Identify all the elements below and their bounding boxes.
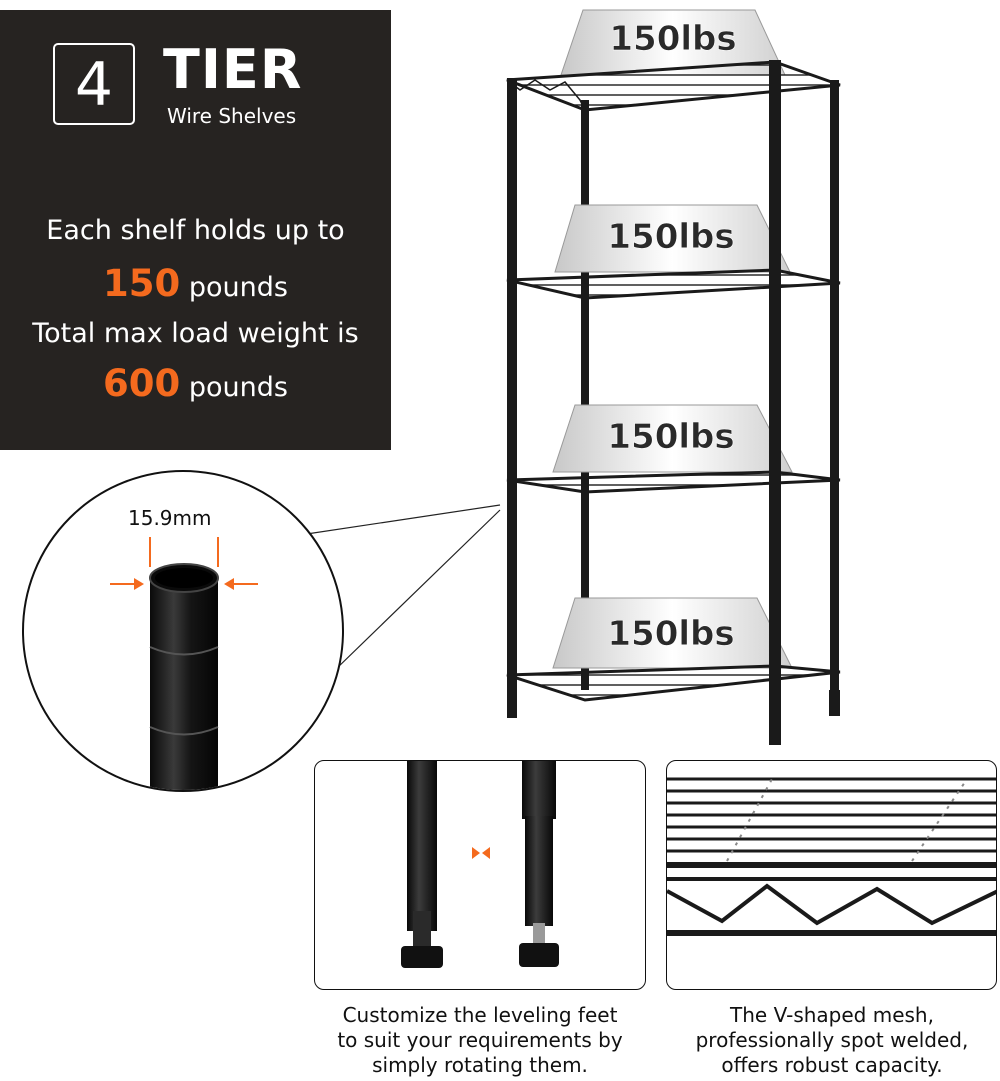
weight-label-2: 150lbs — [607, 217, 734, 257]
mesh-caption-line-2: professionally spot welded, — [695, 1028, 969, 1052]
weight-block-2: 150lbs — [554, 204, 791, 273]
weight-block-3: 150lbs — [552, 404, 793, 473]
total-capacity-value-line: 600 pounds — [0, 362, 391, 405]
total-capacity-value: 600 — [103, 362, 181, 405]
wire-shelves-subtitle: Wire Shelves — [167, 104, 297, 128]
leveling-feet-panel — [314, 760, 646, 990]
wire-shelf-3 — [506, 470, 841, 494]
weight-label-3: 150lbs — [607, 417, 734, 457]
mesh-caption-line-3: offers robust capacity. — [721, 1053, 943, 1077]
tier-heading: TIER — [163, 38, 303, 101]
feet-caption-line-1: Customize the leveling feet — [342, 1003, 618, 1027]
mesh-caption-line-1: The V-shaped mesh, — [730, 1003, 934, 1027]
total-capacity-text: Total max load weight is — [32, 318, 359, 349]
weight-block-4: 150lbs — [552, 597, 793, 669]
leveling-feet-image — [401, 761, 559, 968]
leveling-feet-caption: Customize the leveling feet to suit your… — [314, 1003, 646, 1078]
pole-zoom-circle — [22, 470, 344, 792]
shelf-capacity-value-line: 150 pounds — [0, 262, 391, 305]
weight-label-4: 150lbs — [607, 614, 734, 654]
weight-label-1: 150lbs — [609, 19, 736, 59]
total-capacity-unit: pounds — [188, 372, 288, 403]
feet-caption-line-2: to suit your requirements by — [337, 1028, 623, 1052]
pole-diameter-label: 15.9mm — [128, 506, 212, 530]
shelf-capacity-unit: pounds — [188, 272, 288, 303]
shelf-capacity-value: 150 — [103, 262, 181, 305]
v-mesh-caption: The V-shaped mesh, professionally spot w… — [664, 1003, 1000, 1078]
info-panel — [0, 10, 391, 450]
pole-closeup-image — [110, 537, 258, 790]
v-mesh-image — [667, 777, 996, 936]
shelving-rack-image: 150lbs 150lbs 150lbs 150lbs — [506, 9, 841, 745]
v-mesh-panel — [666, 760, 997, 990]
feet-caption-line-3: simply rotating them. — [372, 1053, 588, 1077]
shelf-capacity-text: Each shelf holds up to — [46, 215, 345, 246]
wire-shelf-2 — [506, 268, 841, 300]
wire-shelf-1 — [506, 60, 841, 112]
wire-shelf-4 — [506, 664, 841, 702]
tier-count-badge: 4 — [53, 43, 135, 125]
